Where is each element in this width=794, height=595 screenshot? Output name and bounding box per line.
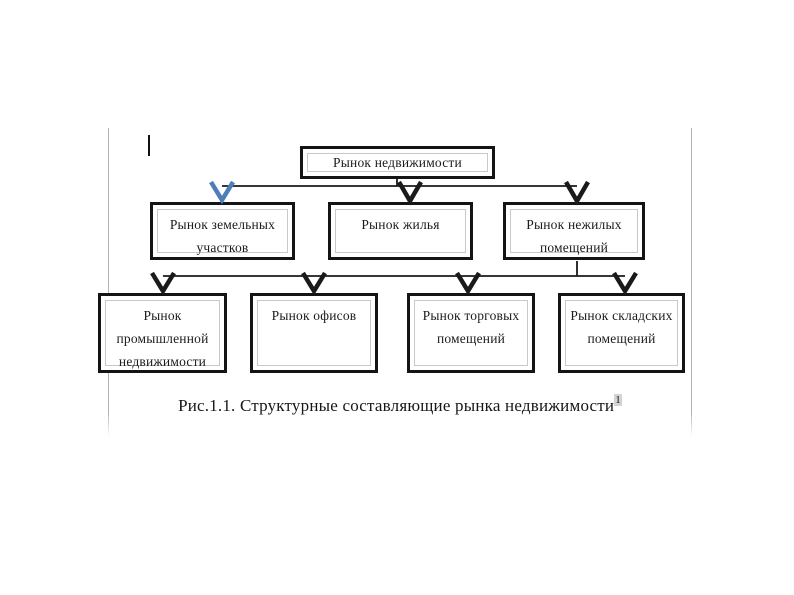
arrowhead-down-icon[interactable]	[612, 271, 638, 296]
node-inner-border: Рынок складских помещений	[565, 300, 678, 366]
page-margin-line-left	[108, 128, 109, 437]
arrowhead-down-icon-selected[interactable]	[209, 180, 235, 205]
figure-caption-text: Рис.1.1. Структурные составляющие рынка …	[178, 396, 615, 415]
node-label-line: промышленной	[116, 331, 209, 346]
node-retail-premises-market[interactable]: Рынок торговых помещений	[407, 293, 535, 373]
node-label-line: Рынок складских	[570, 308, 673, 323]
node-inner-border: Рынок офисов	[257, 300, 371, 366]
page-margin-line-right	[691, 128, 692, 437]
node-label-line: участков	[196, 240, 249, 255]
text-cursor	[148, 135, 150, 156]
arrowhead-down-icon[interactable]	[564, 180, 590, 206]
node-inner-border: Рынок недвижимости	[307, 153, 488, 172]
footnote-reference[interactable]: 1	[614, 394, 622, 407]
node-label-line: помещений	[587, 331, 656, 346]
node-inner-border: Рынок нежилых помещений	[510, 209, 638, 255]
node-industrial-real-estate-market[interactable]: Рынок промышленной недвижимости	[98, 293, 227, 373]
figure-caption: Рис.1.1. Структурные составляющие рынка …	[108, 394, 692, 416]
arrowhead-down-icon[interactable]	[397, 180, 423, 206]
node-label-line: Рынок жилья	[361, 217, 440, 232]
node-inner-border: Рынок жилья	[335, 209, 466, 253]
node-offices-market[interactable]: Рынок офисов	[250, 293, 378, 373]
arrowhead-down-icon[interactable]	[455, 271, 481, 296]
node-label-line: Рынок нежилых	[526, 217, 622, 232]
node-label-line: Рынок земельных	[169, 217, 276, 232]
node-label-line: Рынок торговых	[422, 308, 520, 323]
node-label-line: помещений	[436, 331, 506, 346]
node-warehouse-premises-market[interactable]: Рынок складских помещений	[558, 293, 685, 373]
node-non-residential-market[interactable]: Рынок нежилых помещений	[503, 202, 645, 260]
arrowhead-down-icon[interactable]	[301, 271, 327, 296]
arrowhead-down-icon[interactable]	[150, 271, 176, 296]
node-land-market[interactable]: Рынок земельных участков	[150, 202, 295, 260]
node-inner-border: Рынок промышленной недвижимости	[105, 300, 220, 369]
node-label-line: помещений	[539, 240, 609, 255]
node-label-line: Рынок недвижимости	[333, 154, 462, 170]
node-inner-border: Рынок земельных участков	[157, 209, 288, 255]
node-label-line: Рынок офисов	[271, 308, 357, 323]
node-label-line: недвижимости	[118, 354, 207, 369]
node-real-estate-market[interactable]: Рынок недвижимости	[300, 146, 495, 179]
node-housing-market[interactable]: Рынок жилья	[328, 202, 473, 260]
node-inner-border: Рынок торговых помещений	[414, 300, 528, 366]
node-label-line: Рынок	[143, 308, 182, 323]
